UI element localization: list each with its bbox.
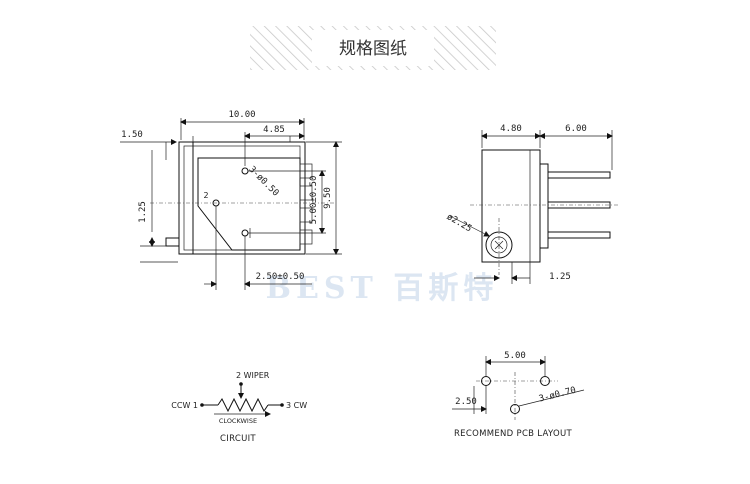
dim-bottom: 1.25 <box>549 272 571 282</box>
pin-2-label: 2 <box>203 191 208 200</box>
circuit-caption: CIRCUIT <box>220 434 256 444</box>
dim-body-width: 4.80 <box>500 124 522 134</box>
front-view-drawing: 10.00 4.85 1.50 1.25 9.50 5.00±0.50 2.50… <box>120 110 342 290</box>
dim-pin-height: 1.25 <box>138 201 148 223</box>
header-banner: 规格图纸 <box>250 26 496 70</box>
circuit-diagram: CCW 1 2 WIPER 3 CW CLOCKWISE CIRCUIT <box>171 371 307 444</box>
circuit-pin-2: 2 WIPER <box>236 371 270 380</box>
dim-pitch-vertical: 5.00±0.50 <box>309 176 319 225</box>
dim-offset: 4.85 <box>263 125 285 135</box>
circuit-pin-3: 3 CW <box>286 401 307 410</box>
pcb-dim-offset: 2.50 <box>455 397 477 407</box>
page-title: 规格图纸 <box>339 39 407 59</box>
pcb-caption: RECOMMEND PCB LAYOUT <box>454 429 573 439</box>
dim-pitch-horizontal: 2.50±0.50 <box>256 272 305 282</box>
dim-lead-length: 6.00 <box>565 124 587 134</box>
dim-knob-diameter: ø2.25 <box>445 212 473 234</box>
pcb-dim-width: 5.00 <box>504 351 526 361</box>
brand-watermark: BEST 百斯特 <box>266 271 499 306</box>
pcb-hole-label: 3-ø0.70 <box>538 386 577 405</box>
dim-height: 9.50 <box>323 187 333 209</box>
pin-hole-label: 3-ø0.50 <box>246 165 280 199</box>
circuit-pin-1: CCW 1 <box>171 401 198 410</box>
side-view-drawing: 4.80 6.00 ø2.25 1.25 <box>445 124 620 284</box>
dim-left: 1.50 <box>121 130 143 140</box>
pcb-layout-drawing: 5.00 2.50 3-ø0.70 RECOMMEND PCB LAYOUT <box>452 351 585 439</box>
dim-total-width: 10.00 <box>228 110 255 120</box>
circuit-direction: CLOCKWISE <box>219 417 257 425</box>
